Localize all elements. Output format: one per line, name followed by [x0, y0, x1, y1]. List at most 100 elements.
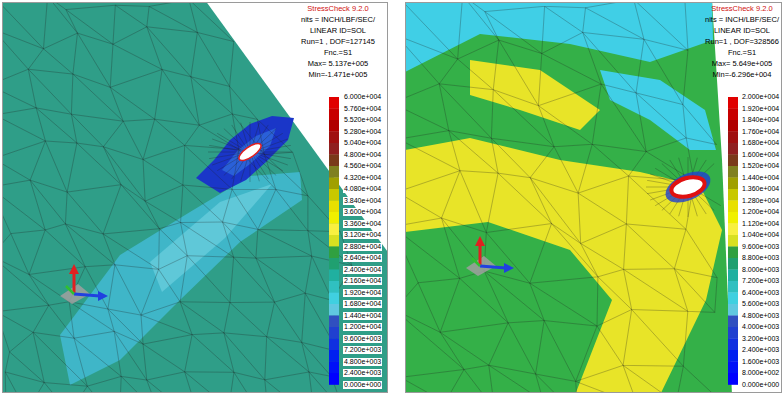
- mesh-line: [536, 374, 579, 393]
- mesh-line: [530, 277, 598, 283]
- mesh-line: [498, 173, 530, 178]
- colorbar-value: 6.400e+003: [741, 289, 780, 297]
- mesh-line: [405, 377, 445, 393]
- mesh-line: [538, 54, 541, 106]
- mesh-line: [2, 141, 45, 159]
- mesh-line: [29, 230, 45, 275]
- color-band: [329, 304, 339, 316]
- mesh-line: [103, 234, 115, 265]
- mesh-line: [192, 333, 224, 335]
- colorbar-value: 8.000e+003: [741, 266, 780, 274]
- color-band: [329, 143, 339, 155]
- header-text: Min=-6.296e+004: [713, 70, 772, 79]
- mesh-line: [181, 223, 234, 258]
- mesh-line: [230, 303, 267, 337]
- mesh-line: [260, 145, 291, 150]
- mesh-line: [684, 2, 687, 50]
- mesh-line: [145, 185, 183, 201]
- mesh-line: [158, 229, 160, 270]
- mesh-line: [199, 114, 232, 125]
- stress-band: [470, 60, 600, 130]
- mesh-line: [485, 12, 499, 40]
- colorbar-value: 1.680e+004: [741, 139, 780, 147]
- color-band: [329, 270, 339, 282]
- mesh-line: [258, 189, 276, 229]
- mesh-line: [141, 269, 159, 315]
- mesh: [2, 2, 352, 393]
- mesh-line: [267, 337, 309, 372]
- stress-band: [661, 165, 715, 209]
- mesh-line: [674, 269, 717, 278]
- hole: [669, 174, 707, 200]
- mesh-line: [493, 40, 499, 90]
- plate-region: [405, 2, 732, 393]
- mesh-line: [30, 180, 67, 192]
- header-text: Min=-1.471e+005: [309, 70, 368, 79]
- mesh-line: [121, 376, 159, 393]
- mesh-line: [2, 234, 11, 256]
- color-band: [329, 212, 339, 224]
- mesh-line: [123, 121, 143, 159]
- mesh-line: [484, 271, 508, 323]
- mesh-line: [578, 193, 581, 243]
- axis-arrow: [479, 244, 482, 266]
- mesh-line: [264, 154, 308, 195]
- colorbar-value: 2.160e+004: [343, 277, 382, 285]
- mesh-line: [674, 229, 686, 269]
- mesh-line: [626, 176, 628, 224]
- mesh-line: [66, 10, 113, 45]
- mesh-line: [147, 380, 160, 393]
- mesh-line: [43, 49, 72, 74]
- mesh-line: [2, 2, 43, 49]
- mesh-line: [45, 141, 67, 192]
- mesh-line: [241, 158, 248, 181]
- mesh-line: [119, 376, 121, 393]
- mesh-line: [636, 39, 644, 93]
- colorbar-value: 2.400e+003: [741, 346, 780, 354]
- mesh-line: [623, 365, 637, 393]
- color-band: [329, 281, 339, 293]
- mesh-line: [143, 160, 145, 202]
- mesh-line: [185, 335, 192, 372]
- mesh-line: [11, 234, 29, 275]
- mesh-line: [530, 178, 551, 224]
- mesh-line: [141, 302, 180, 315]
- mesh-line: [85, 267, 108, 309]
- mesh-line: [180, 302, 192, 335]
- mesh-line: [71, 114, 103, 147]
- colorbar-value: 6.000e+004: [343, 93, 382, 101]
- mesh-line: [576, 365, 623, 381]
- mesh-line: [113, 5, 115, 44]
- color-band: [329, 350, 339, 362]
- mesh-line: [108, 265, 115, 309]
- axis-arrow: [475, 236, 485, 246]
- color-bar: [728, 97, 738, 385]
- axis-arrow: [74, 294, 100, 296]
- mesh-line: [108, 309, 143, 344]
- colorbar-value: 4.560e+004: [343, 162, 382, 170]
- mesh-line: [181, 222, 223, 224]
- mesh-line: [581, 243, 624, 269]
- colorbar-value: 4.080e+004: [343, 185, 382, 193]
- colorbar-value: 1.840e+004: [741, 116, 780, 124]
- color-band: [728, 247, 738, 259]
- mesh-line: [418, 283, 440, 332]
- colorbar-value: 5.600e+003: [741, 300, 780, 308]
- mesh-line: [5, 372, 44, 383]
- mesh-line: [441, 218, 459, 278]
- mesh-line: [183, 145, 185, 185]
- header-text: LINEAR ID=SOL: [714, 26, 770, 35]
- mesh-line: [405, 283, 418, 310]
- mesh-line: [71, 114, 77, 143]
- mesh-line: [463, 2, 485, 12]
- mesh-line: [485, 6, 545, 11]
- mesh-line: [508, 321, 544, 323]
- mesh-line: [623, 310, 632, 366]
- stress-band: [150, 184, 272, 292]
- mesh-line: [597, 326, 623, 365]
- colorbar-value: 8.000e+002: [741, 369, 780, 377]
- mesh-line: [224, 129, 244, 148]
- color-band: [728, 109, 738, 121]
- mesh-line: [499, 40, 539, 106]
